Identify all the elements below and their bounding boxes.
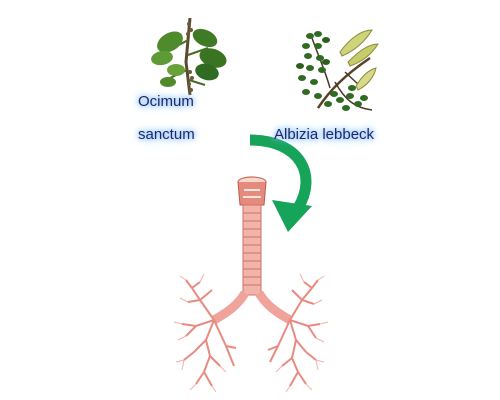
plant-label-ocimum-line2: sanctum — [138, 126, 195, 143]
plant-label-ocimum-line1: Ocimum — [138, 93, 194, 110]
trachea-bronchi-icon — [173, 176, 329, 393]
curved-arrow-icon — [249, 134, 312, 232]
basil-plant-icon — [151, 17, 227, 96]
albizia-plant-icon — [296, 29, 379, 111]
plant-label-albizia: Albizia lebbeck — [274, 126, 375, 143]
